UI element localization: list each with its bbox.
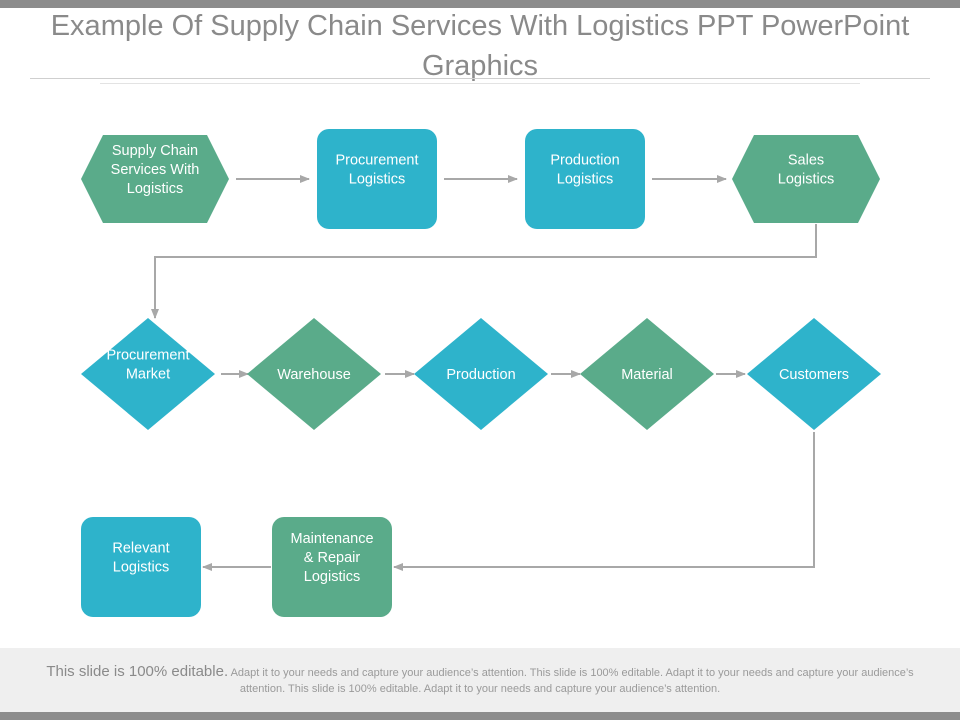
node-label-line: Logistics [127, 181, 183, 197]
diamond-shape [580, 318, 714, 430]
footer-note: This slide is 100% editable. Adapt it to… [30, 664, 930, 697]
diamond-shape [414, 318, 548, 430]
hexagon-shape [732, 135, 880, 223]
node-label-line: Procurement [106, 348, 189, 364]
diamond-shape [81, 318, 215, 430]
top-border-bar [0, 0, 960, 8]
hexagon-shape [81, 135, 229, 223]
node-label-line: Logistics [557, 172, 613, 188]
node-production: Production [414, 318, 548, 430]
node-label-line: Logistics [778, 172, 834, 188]
title-divider-secondary [100, 83, 860, 84]
node-label-line: Logistics [349, 172, 405, 188]
rounded-rect-shape [525, 129, 645, 229]
footer-panel: This slide is 100% editable. Adapt it to… [0, 648, 960, 712]
node-label-line: Production [550, 153, 619, 169]
node-label-line: Relevant [112, 541, 169, 557]
node-label-line: Maintenance [290, 531, 373, 547]
node-label-line: Logistics [304, 569, 360, 585]
node-label-line: Market [126, 367, 170, 383]
node-label-line: Procurement [335, 153, 418, 169]
node-label-line: Services With [111, 162, 200, 178]
node-label-line: Customers [779, 367, 849, 383]
node-label-line: Logistics [113, 560, 169, 576]
node-label-line: & Repair [304, 550, 361, 566]
bottom-border-bar [0, 712, 960, 720]
node-customers: Customers [747, 318, 881, 430]
rounded-rect-shape [81, 517, 201, 617]
diamond-shape [247, 318, 381, 430]
footer-lead-text: This slide is 100% editable. [46, 663, 229, 680]
title-divider [30, 78, 930, 79]
slide-title: Example Of Supply Chain Services With Lo… [50, 10, 910, 82]
node-material: Material [580, 318, 714, 430]
connector-customers-to-maintenance-repair-logistics [393, 432, 815, 571]
rounded-rect-shape [272, 517, 392, 617]
node-label-line: Material [621, 367, 673, 383]
footer-body-text: Adapt it to your needs and capture your … [230, 667, 914, 695]
node-label-line: Sales [788, 153, 824, 169]
connector-sales-logistics-to-procurement-market [151, 224, 817, 319]
rounded-rect-shape [317, 129, 437, 229]
connector-layer [151, 175, 817, 571]
node-label-line: Production [446, 367, 515, 383]
diamond-shape [747, 318, 881, 430]
node-warehouse: Warehouse [247, 318, 381, 430]
node-label-line: Warehouse [277, 367, 351, 383]
node-label-line: Supply Chain [112, 143, 198, 159]
